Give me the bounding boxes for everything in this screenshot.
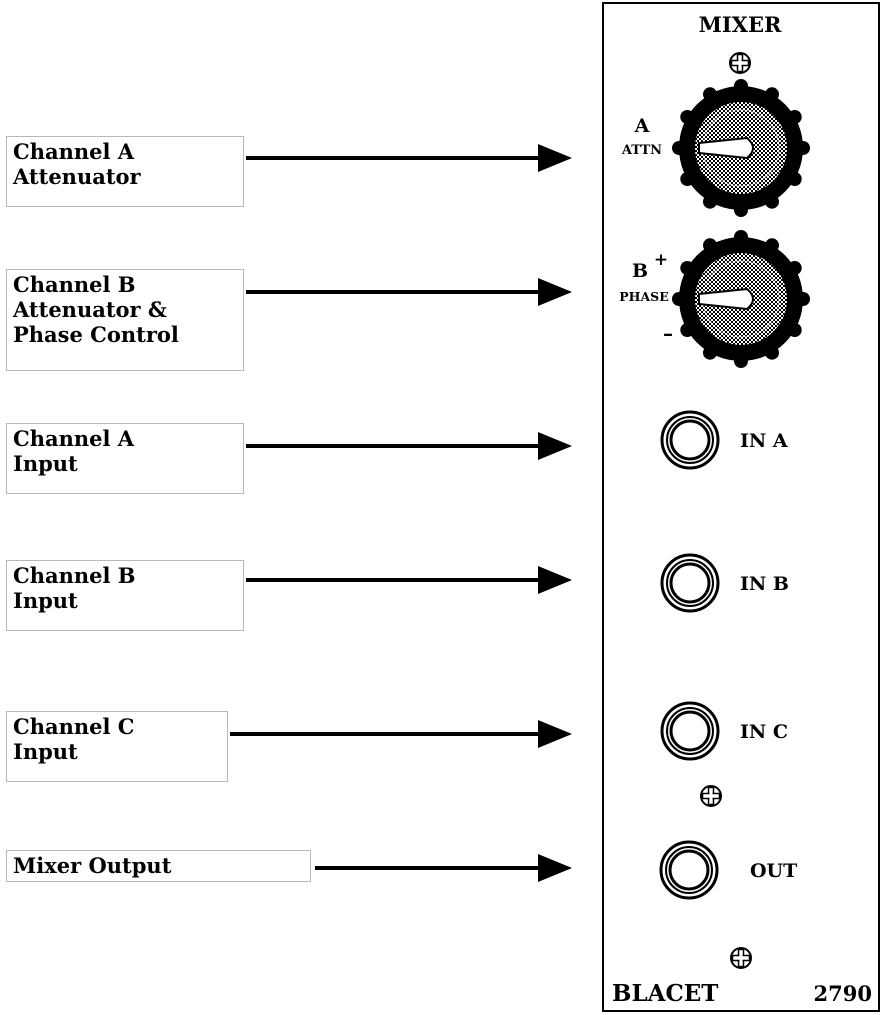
attenuator-a-knob[interactable] <box>672 79 810 217</box>
input-b-jack[interactable] <box>660 553 720 613</box>
knob-b-minus: – <box>663 321 673 345</box>
middle-screw-icon <box>700 785 722 807</box>
arrow-channel-b-attenuator <box>246 278 572 306</box>
output-jack[interactable] <box>659 840 719 900</box>
model-number: 2790 <box>814 981 872 1006</box>
knob-b-label: PHASE <box>619 289 668 304</box>
output-label: OUT <box>750 860 797 882</box>
knob-b-letter: B <box>632 260 648 282</box>
arrow-channel-b-input <box>246 566 572 594</box>
callout-channel-a-input: Channel A Input <box>6 423 244 494</box>
input-c-jack[interactable] <box>660 701 720 761</box>
brand-label: BLACET <box>612 980 718 1007</box>
panel-title: MIXER <box>699 12 782 37</box>
input-a-jack[interactable] <box>660 410 720 470</box>
arrow-channel-c-input <box>230 720 572 748</box>
knob-a-letter: A <box>634 115 650 137</box>
input-b-label: IN B <box>740 573 789 595</box>
arrow-mixer-output <box>315 854 572 882</box>
top-screw-icon <box>729 52 751 74</box>
knob-b-plus: + <box>654 250 668 270</box>
callout-channel-c-input: Channel C Input <box>6 711 228 782</box>
arrow-channel-a-attenuator <box>246 144 572 172</box>
callout-channel-a-attenuator: Channel A Attenuator <box>6 136 244 207</box>
arrow-channel-a-input <box>246 432 572 460</box>
input-c-label: IN C <box>740 721 788 743</box>
bottom-screw-icon <box>730 947 752 969</box>
callout-channel-b-attenuator-phase: Channel B Attenuator & Phase Control <box>6 269 244 371</box>
knob-a-label: ATTN <box>621 143 662 158</box>
input-a-label: IN A <box>740 430 788 452</box>
callout-mixer-output: Mixer Output <box>6 850 311 882</box>
callout-channel-b-input: Channel B Input <box>6 560 244 631</box>
attenuator-phase-b-knob[interactable] <box>672 230 810 368</box>
